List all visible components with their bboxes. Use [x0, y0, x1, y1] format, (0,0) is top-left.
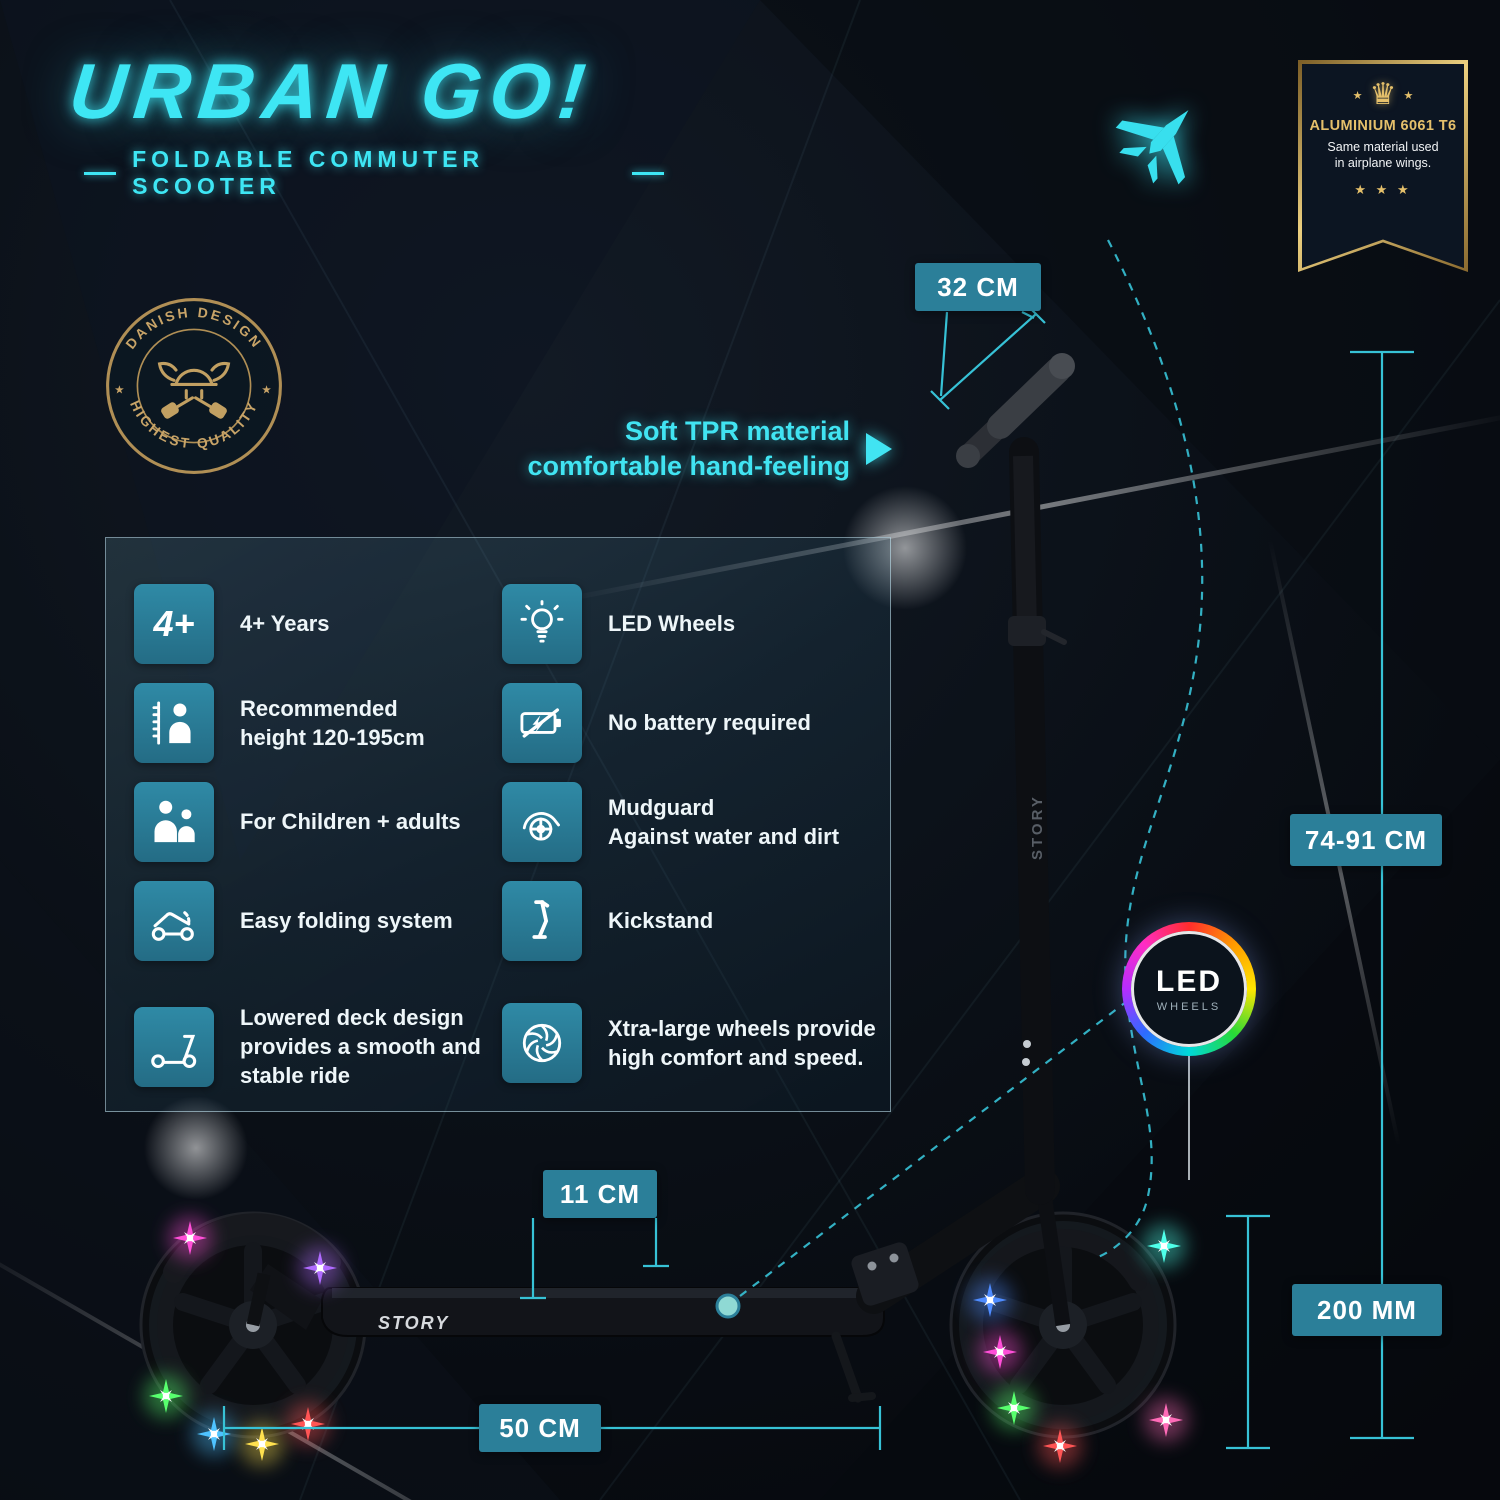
arrow-right-icon — [866, 433, 892, 466]
page-title: URBAN GO! — [65, 47, 598, 135]
feature-label: Xtra-large wheels provide high comfort a… — [608, 1015, 876, 1070]
feature-row: No battery required — [502, 683, 880, 763]
folding-icon — [134, 881, 214, 961]
height-ruler-icon — [134, 683, 214, 763]
lowered-deck-icon — [134, 1006, 214, 1087]
stars-row: ★ ★ ★ — [1354, 181, 1412, 197]
tpr-note-text: Soft TPR material comfortable hand-feeli… — [527, 416, 850, 482]
age-4plus-icon: 4+ — [134, 584, 214, 664]
feature-row: Xtra-large wheels provide high comfort a… — [502, 1003, 880, 1083]
star-icon: ★ — [114, 385, 124, 397]
mudguard-icon — [502, 782, 582, 862]
led-sparkles — [144, 1216, 1188, 1468]
age-4plus-text: 4+ — [153, 603, 195, 644]
page-subtitle-row: FOLDABLE COMMUTER SCOOTER — [84, 146, 664, 200]
feature-label: For Children + adults — [240, 809, 461, 835]
dim-stem-height: 74-91 CM — [1290, 814, 1442, 866]
dim-deck-clearance: 11 CM — [543, 1170, 657, 1218]
feature-row: Easy folding system — [134, 881, 496, 961]
features-column-left: 4+ 4+ Years Recommended height 120-195 — [134, 584, 496, 1109]
led-bulb-icon — [502, 584, 582, 664]
deck-brand-text: STORY — [378, 1313, 449, 1333]
feature-label: Kickstand — [608, 908, 714, 934]
kickstand-icon — [502, 881, 582, 961]
feature-label: LED Wheels — [608, 611, 736, 637]
family-icon — [134, 782, 214, 862]
dim-wheel-diameter: 200 MM — [1292, 1284, 1442, 1336]
led-wheels-badge: LED WHEELS — [1122, 922, 1256, 1056]
dim-handlebar-width: 32 CM — [915, 263, 1041, 311]
feature-row: Lowered deck design provides a smooth an… — [134, 1003, 496, 1090]
feature-row: For Children + adults — [134, 782, 496, 862]
crown-row: ★ ♛ ★ — [1353, 80, 1414, 110]
subtitle-dash — [84, 171, 117, 175]
no-battery-icon — [502, 683, 582, 763]
star-icon: ★ — [1352, 89, 1363, 102]
deck-marker-dot — [715, 1293, 741, 1319]
led-badge-subtitle: WHEELS — [1156, 1001, 1222, 1013]
viking-helmet-icon — [157, 361, 231, 419]
aluminium-badge-description: Same material used in airplane wings. — [1327, 140, 1439, 171]
subtitle-dash — [631, 171, 664, 175]
dim-deck-length: 50 CM — [479, 1404, 601, 1452]
crown-icon: ♛ — [1369, 78, 1397, 111]
features-column-right: LED Wheels No battery required — [502, 584, 880, 1102]
feature-row: 4+ 4+ Years — [134, 584, 496, 664]
airplane-icon — [1106, 92, 1210, 201]
aluminium-badge: ★ ♛ ★ ALUMINIUM 6061 T6 Same material us… — [1298, 60, 1468, 272]
star-icon: ★ — [1403, 89, 1414, 102]
feature-row: Mudguard Against water and dirt — [502, 782, 880, 862]
page-subtitle: FOLDABLE COMMUTER SCOOTER — [132, 146, 485, 199]
feature-label: Lowered deck design provides a smooth an… — [240, 1005, 481, 1089]
features-panel: 4+ 4+ Years Recommended height 120-195 — [105, 537, 891, 1112]
feature-label: Recommended height 120-195cm — [240, 695, 425, 750]
feature-label: Easy folding system — [240, 908, 453, 934]
danish-design-badge: DANISH DESIGN HIGHEST QUALITY ★ ★ — [104, 296, 284, 481]
feature-label: 4+ Years — [240, 611, 330, 637]
xl-wheels-icon — [502, 1003, 582, 1083]
feature-row: Recommended height 120-195cm — [134, 683, 496, 763]
feature-label: Mudguard Against water and dirt — [608, 794, 840, 849]
stem-brand-text: STORY — [1029, 794, 1046, 860]
feature-row: Kickstand — [502, 881, 880, 961]
aluminium-badge-title: ALUMINIUM 6061 T6 — [1309, 118, 1457, 134]
star-icon: ★ — [261, 385, 271, 397]
tpr-note: Soft TPR material comfortable hand-feeli… — [440, 414, 892, 484]
led-badge-title: LED — [1156, 965, 1222, 998]
feature-row: LED Wheels — [502, 584, 880, 664]
feature-label: No battery required — [608, 710, 811, 736]
